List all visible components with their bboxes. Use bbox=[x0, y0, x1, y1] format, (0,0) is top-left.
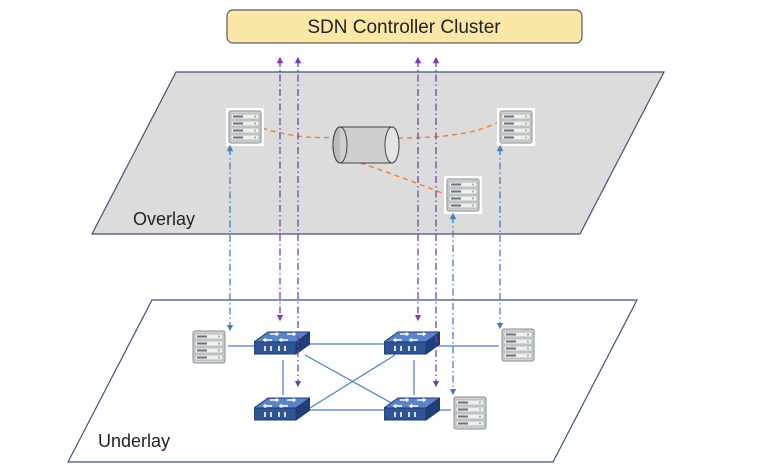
control-channels bbox=[276, 56, 440, 388]
server-icon bbox=[444, 176, 482, 214]
controller-box bbox=[226, 9, 583, 44]
server-icon bbox=[226, 108, 264, 146]
server-icon bbox=[451, 394, 489, 432]
physical-link bbox=[304, 354, 396, 406]
underlay-label: Underlay bbox=[98, 431, 170, 451]
tunnel-link bbox=[397, 121, 499, 139]
server-icon bbox=[499, 326, 537, 364]
server-icon bbox=[190, 328, 228, 366]
physical-links bbox=[228, 343, 500, 411]
tunnel-cylinder-icon bbox=[332, 126, 400, 164]
sdn-controller-cluster: SDN Controller Cluster bbox=[226, 9, 583, 44]
server-icon bbox=[497, 108, 535, 146]
overlay-label: Overlay bbox=[133, 209, 195, 229]
mapping-links bbox=[226, 144, 504, 396]
controller-label: SDN Controller Cluster bbox=[307, 17, 501, 38]
physical-link bbox=[309, 354, 396, 409]
